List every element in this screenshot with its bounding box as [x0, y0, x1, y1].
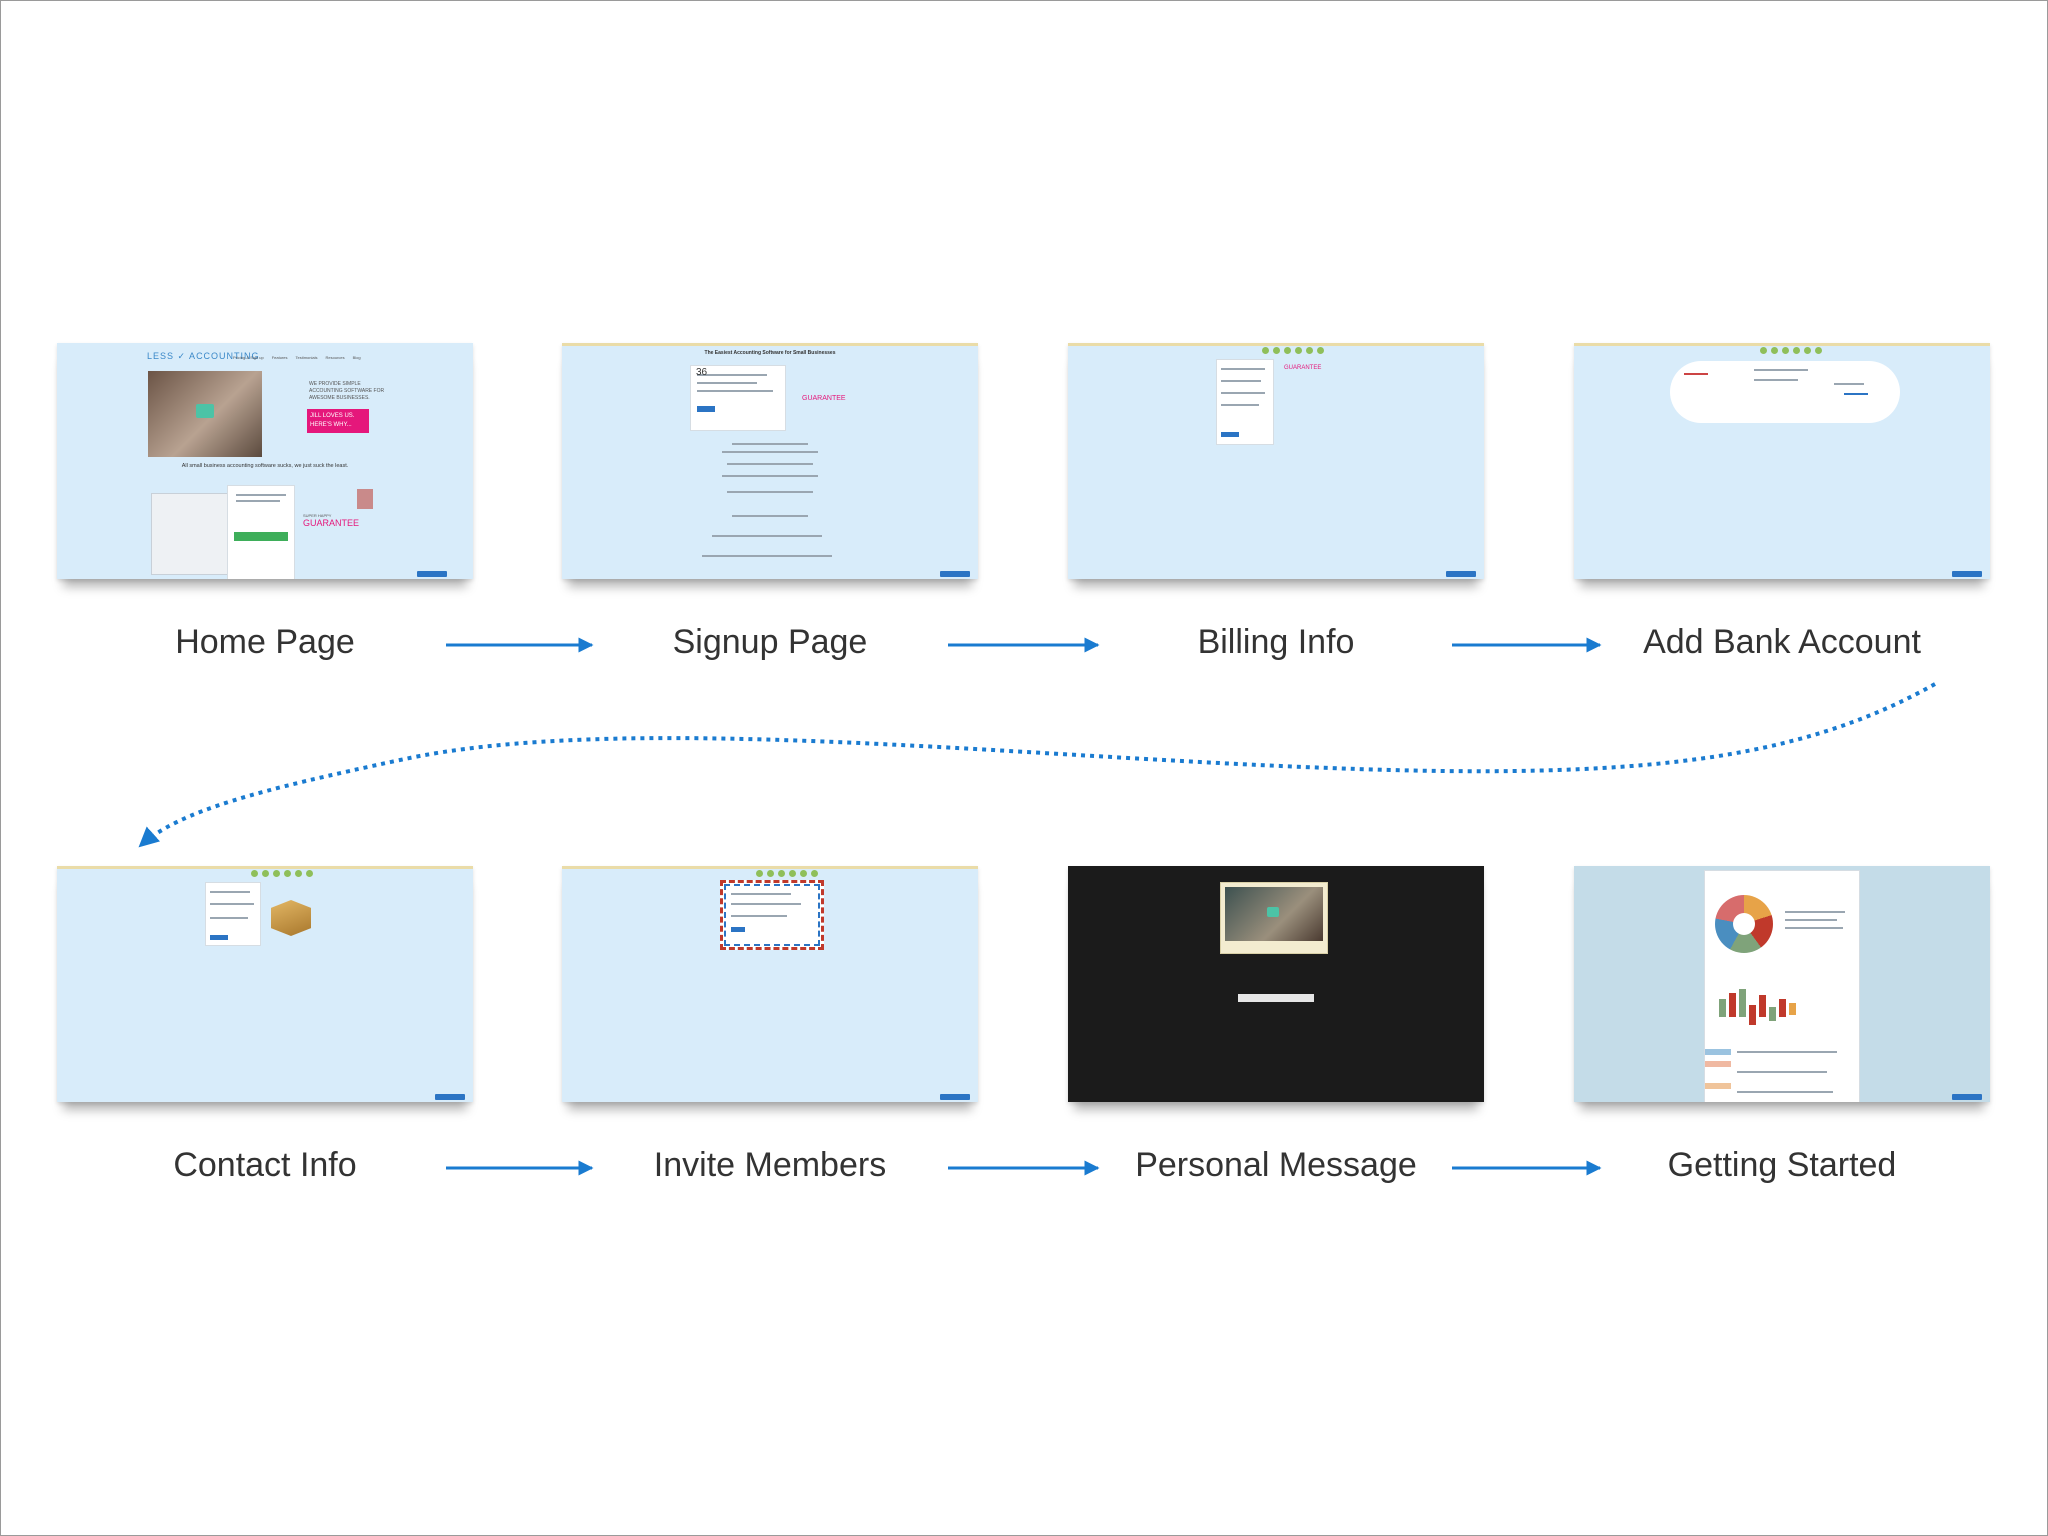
signup-top-bar [562, 343, 978, 346]
home-pricing-card [227, 485, 295, 579]
contact-chat-button[interactable] [435, 1094, 465, 1100]
package-box-icon [271, 900, 311, 936]
home-headline: All small business accounting software s… [181, 463, 349, 469]
billing-guarantee: GUARANTEE [1284, 365, 1322, 371]
home-logo: LESS ✓ ACCOUNTING [147, 351, 260, 361]
message-video-frame[interactable] [1220, 882, 1328, 954]
dashboard-chat-button[interactable] [1952, 1094, 1982, 1100]
dashboard-donut-chart [1715, 895, 1773, 953]
dashboard-panel [1704, 870, 1860, 1102]
invite-top-bar [562, 866, 978, 869]
invite-envelope-card [720, 880, 824, 950]
signup-submit-button[interactable] [697, 406, 715, 412]
screenshot-getting-started[interactable] [1574, 866, 1990, 1102]
screenshot-invite-members[interactable] [562, 866, 978, 1102]
billing-form-card [1216, 359, 1274, 445]
step-label-personal-message: Personal Message [1135, 1146, 1417, 1184]
screenshot-billing-info[interactable]: GUARANTEE [1068, 343, 1484, 579]
step-label-getting-started: Getting Started [1667, 1146, 1897, 1184]
screenshot-personal-message[interactable] [1068, 866, 1484, 1102]
dashboard-bar-chart [1713, 979, 1823, 1035]
billing-top-bar [1068, 343, 1484, 346]
home-chat-button[interactable] [417, 571, 447, 577]
signup-title: The Easiest Accounting Software for Smal… [704, 350, 836, 356]
screenshot-add-bank-account[interactable] [1574, 343, 1990, 579]
invite-send-button[interactable] [731, 927, 745, 932]
home-avatar [357, 489, 373, 509]
contact-form-card [205, 882, 261, 946]
home-signup-button[interactable] [234, 532, 288, 541]
home-super-happy: SUPER HAPPY [303, 513, 332, 518]
billing-chat-button[interactable] [1446, 571, 1476, 577]
dotted-arrow-bank-to-contact [138, 682, 1936, 848]
step-label-add-bank-account: Add Bank Account [1643, 623, 1921, 661]
invite-progress-steps [756, 870, 818, 877]
home-nav-item[interactable]: Pricing & Sign up [233, 355, 264, 360]
screenshot-signup-page[interactable]: The Easiest Accounting Software for Smal… [562, 343, 978, 579]
signup-counter: 36 [696, 367, 708, 378]
step-label-contact-info: Contact Info [173, 1146, 357, 1184]
signup-chat-button[interactable] [940, 571, 970, 577]
invite-chat-button[interactable] [940, 1094, 970, 1100]
home-nav-item[interactable]: Blog [352, 355, 361, 360]
home-nav-item[interactable]: Resources [325, 355, 345, 360]
bank-progress-steps [1760, 347, 1822, 354]
home-nav-item[interactable]: Testimonials [295, 355, 318, 360]
contact-submit-button[interactable] [210, 935, 228, 940]
message-play-icon[interactable] [1267, 907, 1279, 917]
home-guarantee-box: SUPER HAPPY GUARANTEE [303, 513, 369, 537]
screenshot-home-page[interactable]: LESS ✓ ACCOUNTING Pricing & Sign up Feat… [57, 343, 473, 579]
contact-top-bar [57, 866, 473, 869]
step-label-billing-info: Billing Info [1197, 623, 1355, 661]
signup-form-card [690, 365, 786, 431]
video-play-icon[interactable] [196, 404, 214, 418]
bank-top-bar [1574, 343, 1990, 346]
step-label-home-page: Home Page [175, 623, 355, 661]
home-badge: JILL LOVES US. HERE'S WHY... [307, 409, 369, 433]
home-nav-item[interactable]: Features [271, 355, 288, 360]
signup-guarantee: GUARANTEE [802, 395, 846, 402]
bank-chat-button[interactable] [1952, 571, 1982, 577]
billing-submit-button[interactable] [1221, 432, 1239, 437]
bank-cloud-panel [1670, 361, 1900, 423]
home-hero-video[interactable] [148, 371, 262, 457]
home-nav: Pricing & Sign up Features Testimonials … [233, 355, 361, 360]
home-guarantee: GUARANTEE [303, 518, 360, 528]
contact-progress-steps [251, 870, 313, 877]
step-label-signup-page: Signup Page [672, 623, 868, 661]
billing-progress-steps [1262, 347, 1324, 354]
message-toast [1238, 994, 1314, 1002]
home-tagline: WE PROVIDE SIMPLE ACCOUNTING SOFTWARE FO… [309, 381, 385, 401]
step-label-invite-members: Invite Members [653, 1146, 887, 1184]
screenshot-contact-info[interactable] [57, 866, 473, 1102]
